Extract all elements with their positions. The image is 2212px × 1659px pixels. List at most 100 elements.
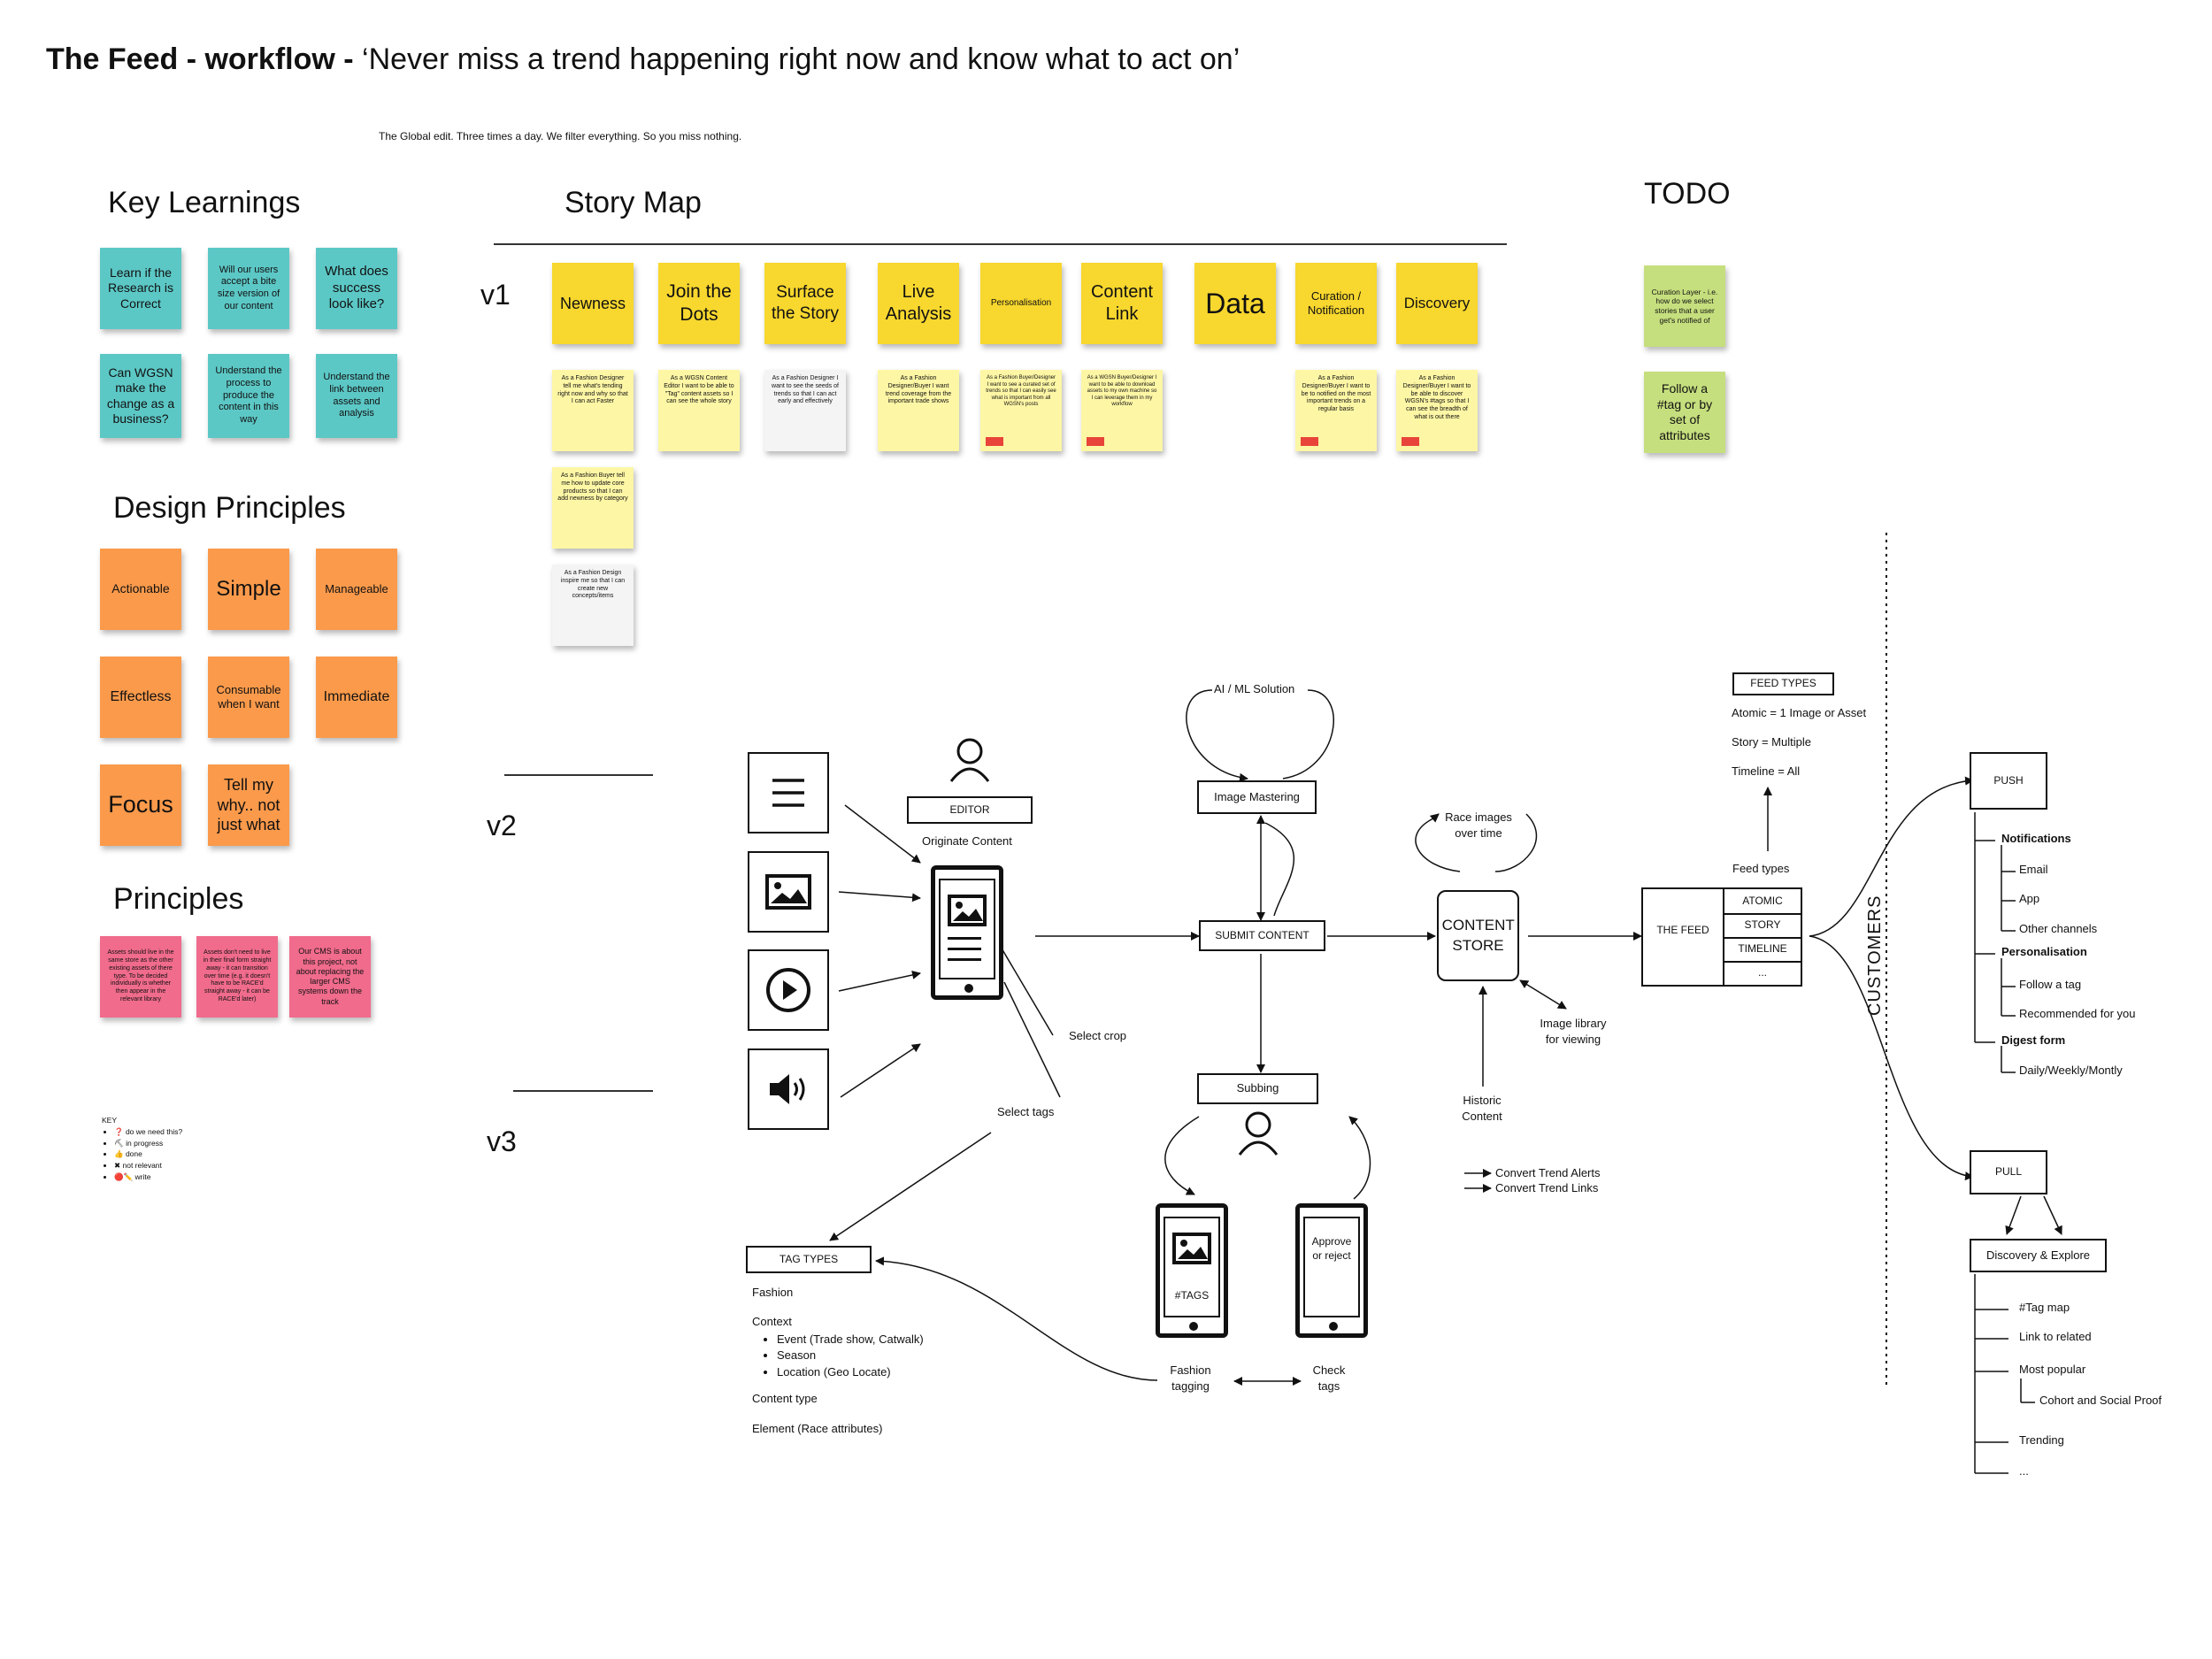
push-box[interactable]: PUSH [1970,752,2047,810]
select-crop-label: Select crop [1069,1029,1127,1042]
subbing-user-icon [1238,1111,1279,1156]
convert-trend-alerts-label: Convert Trend Alerts [1495,1166,1601,1179]
version-divider [504,774,653,776]
feed-row-atomic[interactable]: ATOMIC [1724,889,1801,915]
approval-phone[interactable]: Approve or reject [1295,1203,1368,1338]
sticky-note[interactable]: Understand the link between assets and a… [316,354,397,438]
epic-sticky[interactable]: Personalisation [980,263,1062,344]
story-sticky[interactable]: As a Fashion Designer tell me what's ten… [552,370,634,451]
epic-sticky[interactable]: Curation / Notification [1295,263,1377,344]
story-sticky[interactable]: As a Fashion Designer/Buyer I want to be… [1396,370,1478,451]
legend-item: 👍 done [114,1148,182,1160]
feed-types-box: FEED TYPES [1732,672,1834,695]
image-icon [765,874,811,910]
story-sticky[interactable]: As a Fashion Designer/Buyer I want trend… [878,370,959,451]
push-email: Email [2019,863,2048,876]
sticky-note[interactable]: What does success look like? [316,248,397,329]
epic-sticky[interactable]: Live Analysis [878,263,959,344]
image-icon [1172,1233,1211,1264]
menu-lines-icon [772,779,804,807]
version-label: v1 [480,279,511,311]
story-sticky[interactable]: As a Fashion Buyer tell me how to update… [552,467,634,549]
sticky-note[interactable]: Immediate [316,657,397,738]
story-sticky[interactable]: As a WGSN Buyer/Designer I want to be ab… [1081,370,1163,451]
image-content-box[interactable] [748,851,829,933]
audio-content-box[interactable] [748,1048,829,1130]
sticky-note[interactable]: Will our users accept a bite size versio… [208,248,289,329]
sticky-note[interactable]: Consumable when I want [208,657,289,738]
sticky-note[interactable]: Actionable [100,549,181,630]
tags-text: #TAGS [1174,1289,1210,1302]
story-sticky[interactable]: As a Fashion Designer I want to see the … [764,370,846,451]
feed-type-timeline: Timeline = All [1732,764,1801,778]
sticky-note[interactable]: Assets should live in the same store as … [100,936,181,1018]
sticky-note[interactable]: Our CMS is about this project, not about… [289,936,371,1018]
principles-heading: Principles [113,882,244,916]
feed-row-timeline[interactable]: TIMELINE [1724,937,1801,963]
tag-type-context: Context Event (Trade show, Catwalk) Seas… [752,1314,924,1381]
epic-sticky[interactable]: Surface the Story [764,263,846,344]
convert-trend-links-label: Convert Trend Links [1495,1181,1599,1194]
story-sticky[interactable]: As a Fashion Designer/Buyer I want to be… [1295,370,1377,451]
customers-label: CUSTOMERS [1865,895,1885,1016]
subbing-box[interactable]: Subbing [1197,1073,1318,1104]
discovery-explore-box[interactable]: Discovery & Explore [1970,1239,2107,1272]
select-tags-label: Select tags [997,1105,1055,1118]
pull-more: ... [2019,1464,2029,1478]
tagging-phone[interactable]: #TAGS [1156,1203,1228,1338]
race-images-label: Race images over time [1445,810,1512,840]
check-tags-label: Check tags [1312,1363,1346,1393]
sticky-note[interactable]: Simple [208,549,289,630]
the-feed-label: THE FEED [1656,924,1709,936]
feed-row-story[interactable]: STORY [1724,913,1801,939]
editor-user-icon [949,738,990,782]
write-marker [1301,437,1318,446]
push-app: App [2019,892,2040,905]
epic-sticky[interactable]: Data [1194,263,1276,344]
epic-sticky[interactable]: Content Link [1081,263,1163,344]
legend-item: ⛏ in progress [114,1138,182,1149]
todo-sticky[interactable]: Follow a #tag or by set of attributes [1644,372,1725,453]
story-sticky[interactable]: As a Fashion Design inspire me so that I… [552,565,634,646]
content-store-box[interactable]: CONTENT STORE [1437,890,1519,981]
story-sticky[interactable]: As a Fashion Buyer/Designer I want to se… [980,370,1062,451]
feed-row-more[interactable]: ... [1757,966,1767,979]
tag-type-content-type: Content type [752,1392,818,1405]
sticky-note[interactable]: Manageable [316,549,397,630]
sticky-note[interactable]: Tell my why.. not just what [208,764,289,846]
story-sticky[interactable]: As a WGSN Content Editor I want to be ab… [658,370,740,451]
sticky-note[interactable]: Can WGSN make the change as a business? [100,354,181,438]
sticky-note[interactable]: Focus [100,764,181,846]
version-label: v3 [487,1125,517,1157]
tag-type-fashion: Fashion [752,1286,794,1299]
image-mastering-box[interactable]: Image Mastering [1197,780,1317,814]
epic-sticky[interactable]: Newness [552,263,634,344]
sticky-note[interactable]: Learn if the Research is Correct [100,248,181,329]
ai-ml-label: AI / ML Solution [1214,682,1295,695]
editor-phone[interactable] [931,865,1003,1000]
epic-sticky[interactable]: Join the Dots [658,263,740,344]
video-content-box[interactable] [748,949,829,1031]
push-digest-form: Digest form [2001,1033,2066,1047]
push-digest-frequency: Daily/Weekly/Montly [2019,1064,2123,1077]
pull-tag-map: #Tag map [2019,1301,2070,1314]
epic-sticky[interactable]: Discovery [1396,263,1478,344]
push-recommended: Recommended for you [2019,1007,2136,1020]
submit-content-box[interactable]: SUBMIT CONTENT [1199,920,1325,951]
todo-heading: TODO [1644,177,1731,211]
pull-link-related: Link to related [2019,1330,2092,1343]
the-feed-box[interactable]: THE FEED ATOMIC STORY TIMELINE ... [1641,887,1802,987]
originate-content-label: Originate Content [922,834,1012,848]
feed-types-label: Feed types [1732,862,1790,875]
sticky-note[interactable]: Effectless [100,657,181,738]
pull-trending: Trending [2019,1433,2064,1447]
design-principles-heading: Design Principles [113,491,346,525]
pull-box[interactable]: PULL [1970,1150,2047,1194]
text-content-box[interactable] [748,752,829,833]
sticky-note[interactable]: Understand the process to produce the co… [208,354,289,438]
push-notifications: Notifications [2001,832,2071,845]
write-marker [1087,437,1104,446]
todo-sticky[interactable]: Curation Layer - i.e. how do we select s… [1644,265,1725,347]
fashion-tagging-label: Fashion tagging [1170,1363,1211,1393]
sticky-note[interactable]: Assets don't need to live in their final… [196,936,278,1018]
